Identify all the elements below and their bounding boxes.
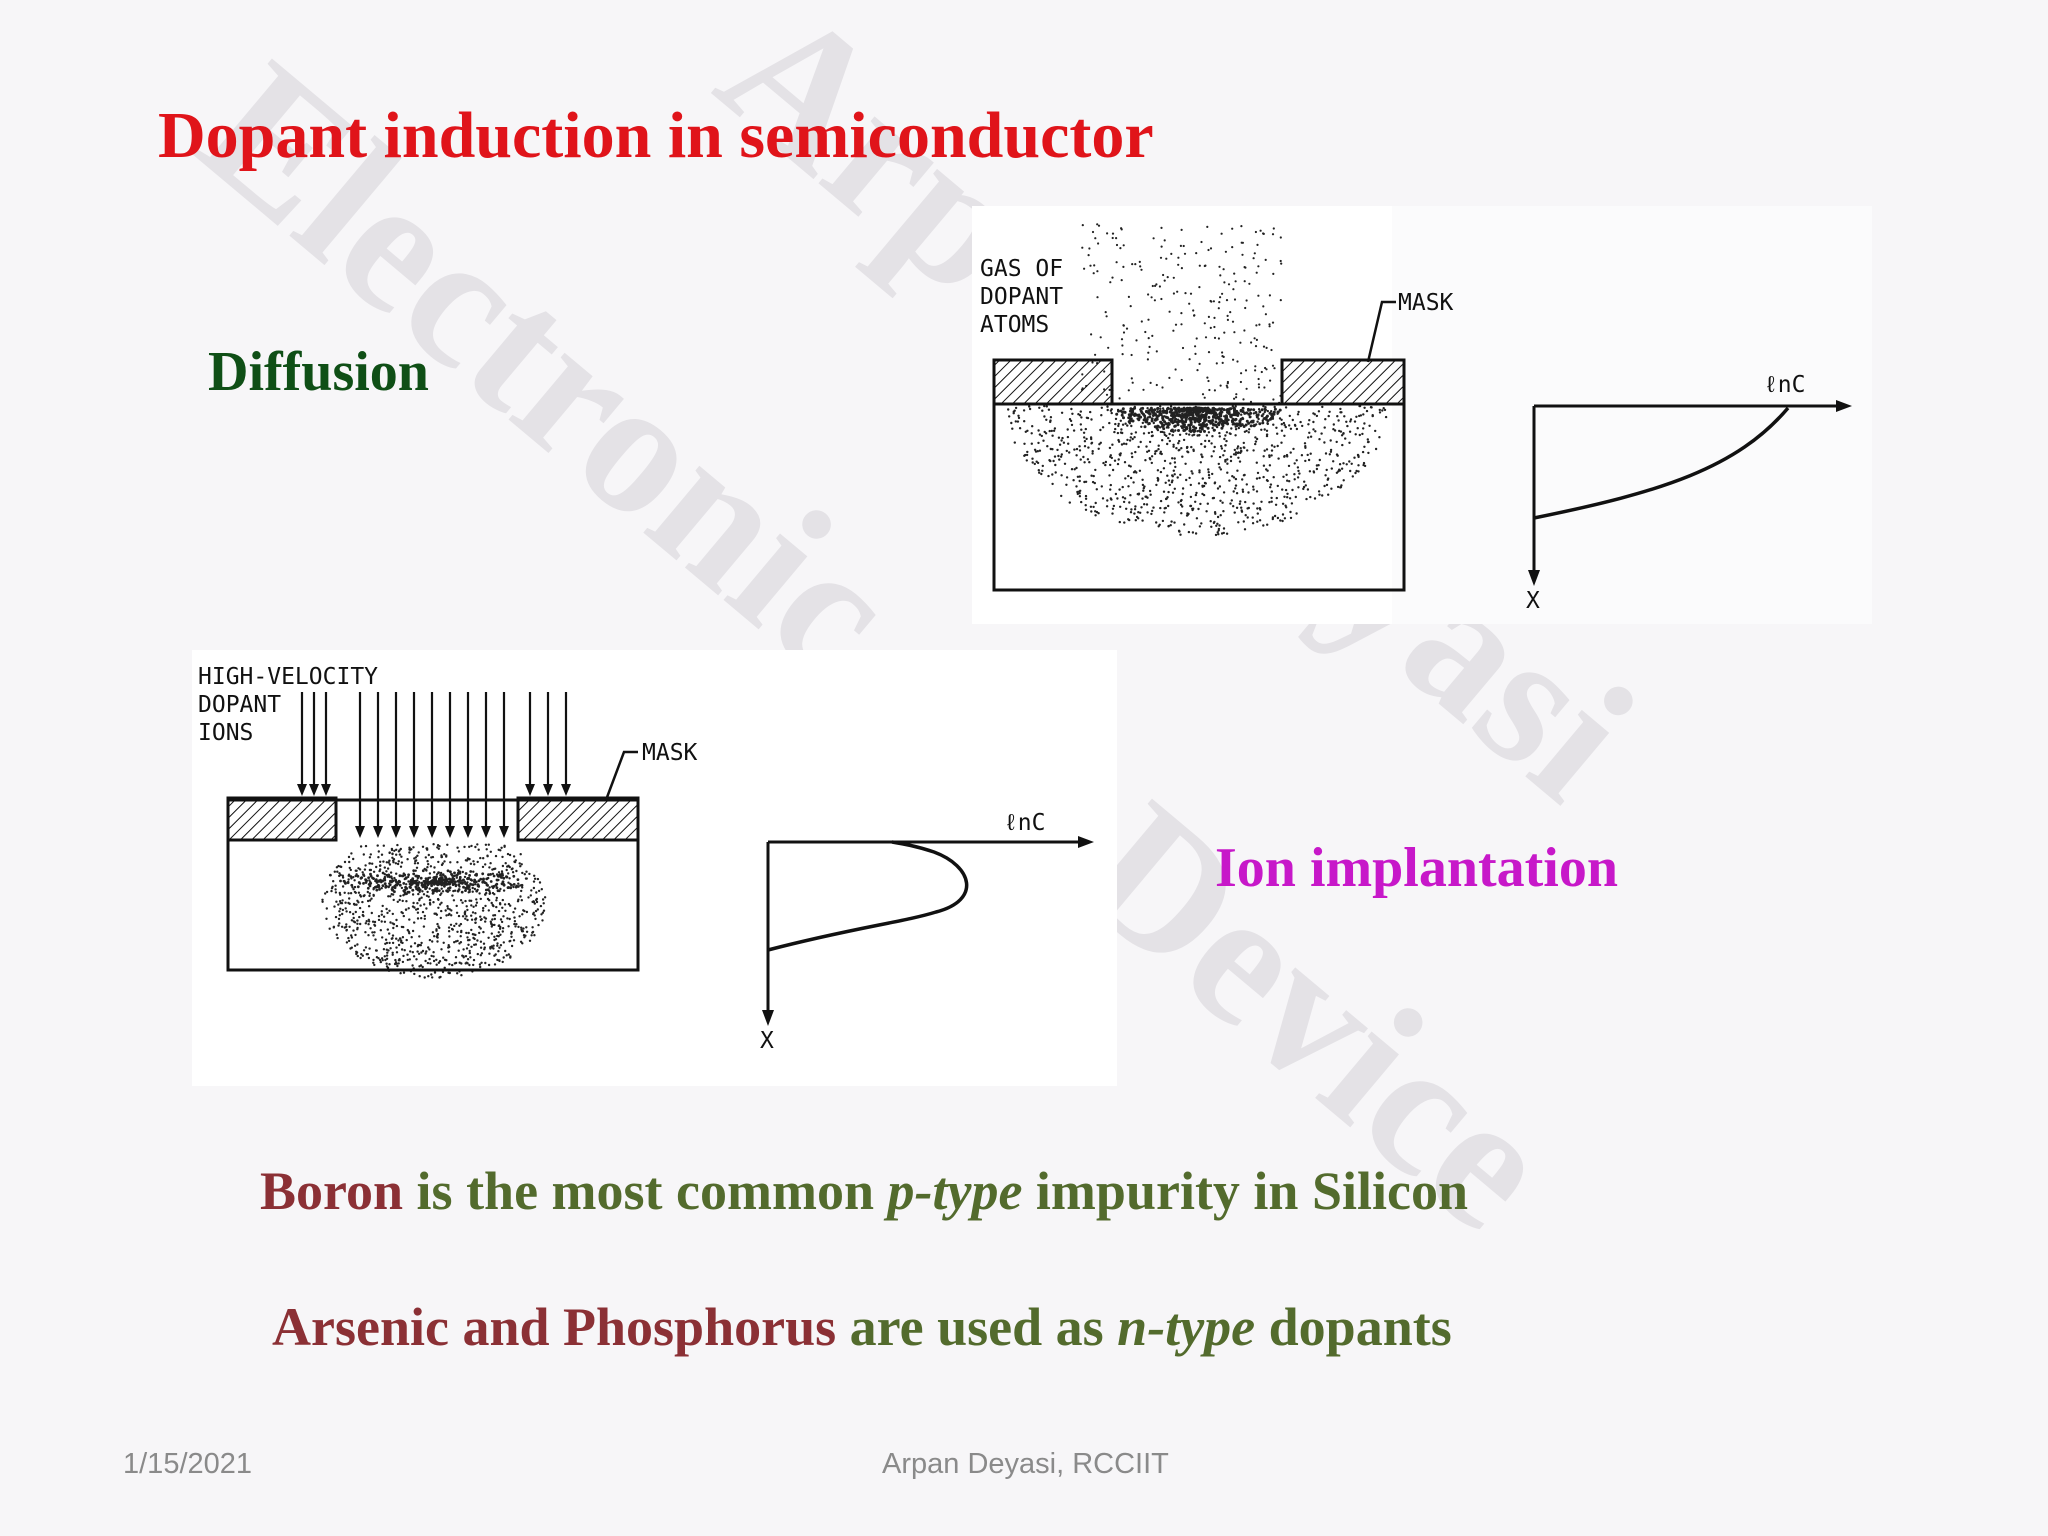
statement-arsenic-highlight: Arsenic and Phosphorus: [272, 1297, 837, 1357]
diffused-region-dots: [1007, 404, 1388, 537]
gas-label-line-1: GAS OF: [980, 256, 1063, 282]
ion-label-line-2: DOPANT: [198, 692, 281, 718]
statement-boron-ptype: p-type: [887, 1161, 1023, 1221]
statement-boron-text: is the most common: [403, 1161, 888, 1221]
gas-label-line-3: ATOMS: [980, 312, 1049, 338]
profile-x-label: X: [1526, 588, 1540, 614]
profile-x-label: X: [760, 1028, 774, 1054]
statement-arsenic-text: are used as: [836, 1297, 1118, 1357]
diffusion-label: Diffusion: [208, 341, 429, 403]
dopant-gas-dots: [1080, 223, 1283, 404]
footer-date: 1/15/2021: [123, 1448, 253, 1480]
profile-axis-arrow-right: [1078, 836, 1094, 848]
statement-arsenic: Arsenic and Phosphorus are used as n-typ…: [272, 1296, 1452, 1358]
ion-label-line-1: HIGH-VELOCITY: [198, 664, 378, 690]
statement-arsenic-ntype: n-type: [1117, 1297, 1256, 1357]
profile-y-label: ℓnC: [1764, 372, 1806, 398]
substrate: [992, 402, 1406, 592]
mask-right: [516, 796, 640, 842]
implanted-region-dots: [321, 843, 547, 979]
ion-label-line-3: IONS: [198, 720, 253, 746]
footer-author: Arpan Deyasi, RCCIIT: [882, 1448, 1169, 1480]
statement-boron: Boron is the most common p-type impurity…: [260, 1160, 1468, 1222]
profile-axis-arrow-right: [1836, 400, 1852, 412]
mask-leader-line: [1366, 300, 1396, 363]
ion-implantation-diagram: HIGH-VELOCITY DOPANT IONS MASK ℓnC X: [192, 650, 1117, 1086]
profile-axis-arrow-down: [762, 1010, 774, 1026]
ion-beam-arrows: [297, 692, 571, 838]
profile-y-label: ℓnC: [1004, 810, 1046, 836]
slide-title: Dopant induction in semiconductor: [158, 99, 1154, 172]
profile-axis-arrow-down: [1528, 570, 1540, 586]
ion-implantation-label: Ion implantation: [1215, 837, 1618, 899]
statement-boron-tail: impurity in Silicon: [1022, 1161, 1469, 1221]
mask-right: [1280, 358, 1406, 406]
gas-label-line-2: DOPANT: [980, 284, 1063, 310]
mask-label: MASK: [1398, 290, 1454, 316]
implant-profile-curve: [767, 840, 969, 952]
diffusion-diagram: GAS OF DOPANT ATOMS MASK ℓnC X: [972, 206, 1872, 624]
diffusion-profile-curve: [1533, 406, 1790, 520]
mask-left: [226, 796, 338, 842]
mask-leader-line: [604, 750, 638, 801]
mask-label: MASK: [642, 740, 698, 766]
statement-arsenic-tail: dopants: [1255, 1297, 1452, 1357]
statement-boron-highlight: Boron: [260, 1161, 404, 1221]
substrate: [226, 798, 640, 972]
mask-left: [992, 358, 1114, 406]
